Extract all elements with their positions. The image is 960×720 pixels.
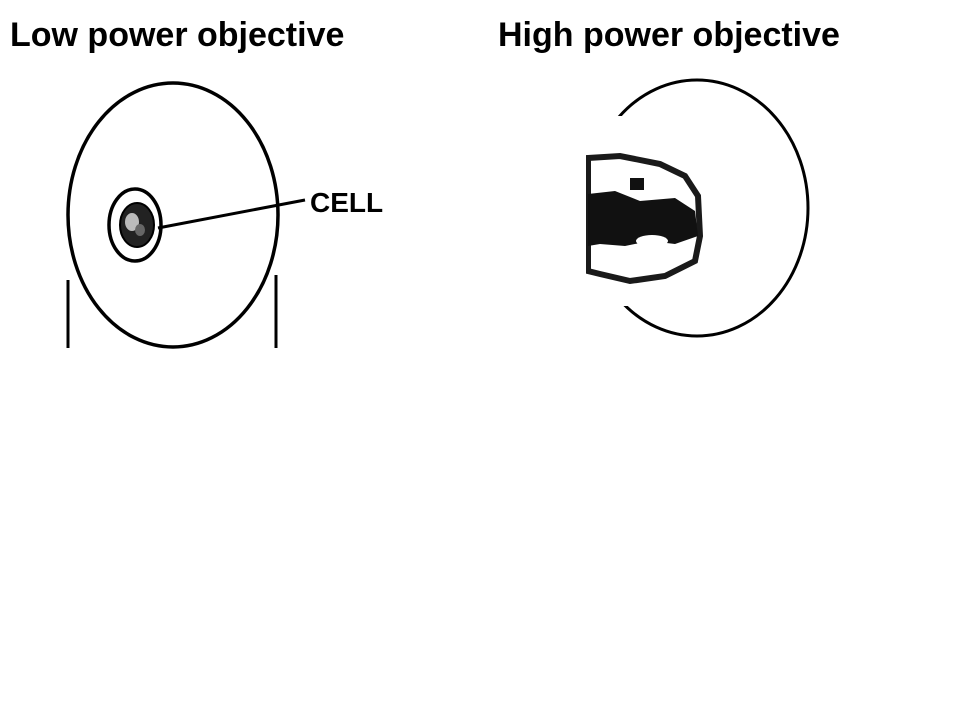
high-power-left-crop	[580, 76, 586, 346]
magnified-cell	[582, 116, 704, 306]
cell-pointer-line	[157, 198, 306, 230]
high-power-heading: High power objective	[498, 16, 840, 54]
magnified-cell-detail	[610, 176, 630, 190]
high-power-view	[580, 76, 820, 346]
low-power-field-of-view	[66, 81, 280, 349]
magnified-cell-nucleus-mass	[588, 191, 698, 246]
cell-nucleus-spot	[135, 224, 145, 236]
cell-label: CELL	[310, 187, 383, 218]
cell	[107, 187, 163, 263]
low-power-view: CELL	[60, 70, 390, 350]
cell-nucleus-highlight	[125, 213, 139, 231]
magnified-cell-spot	[636, 235, 668, 247]
low-power-diagram: CELL	[66, 81, 383, 349]
high-power-diagram	[580, 76, 810, 346]
magnified-cell-outline	[585, 152, 704, 285]
low-power-heading: Low power objective	[10, 16, 345, 54]
